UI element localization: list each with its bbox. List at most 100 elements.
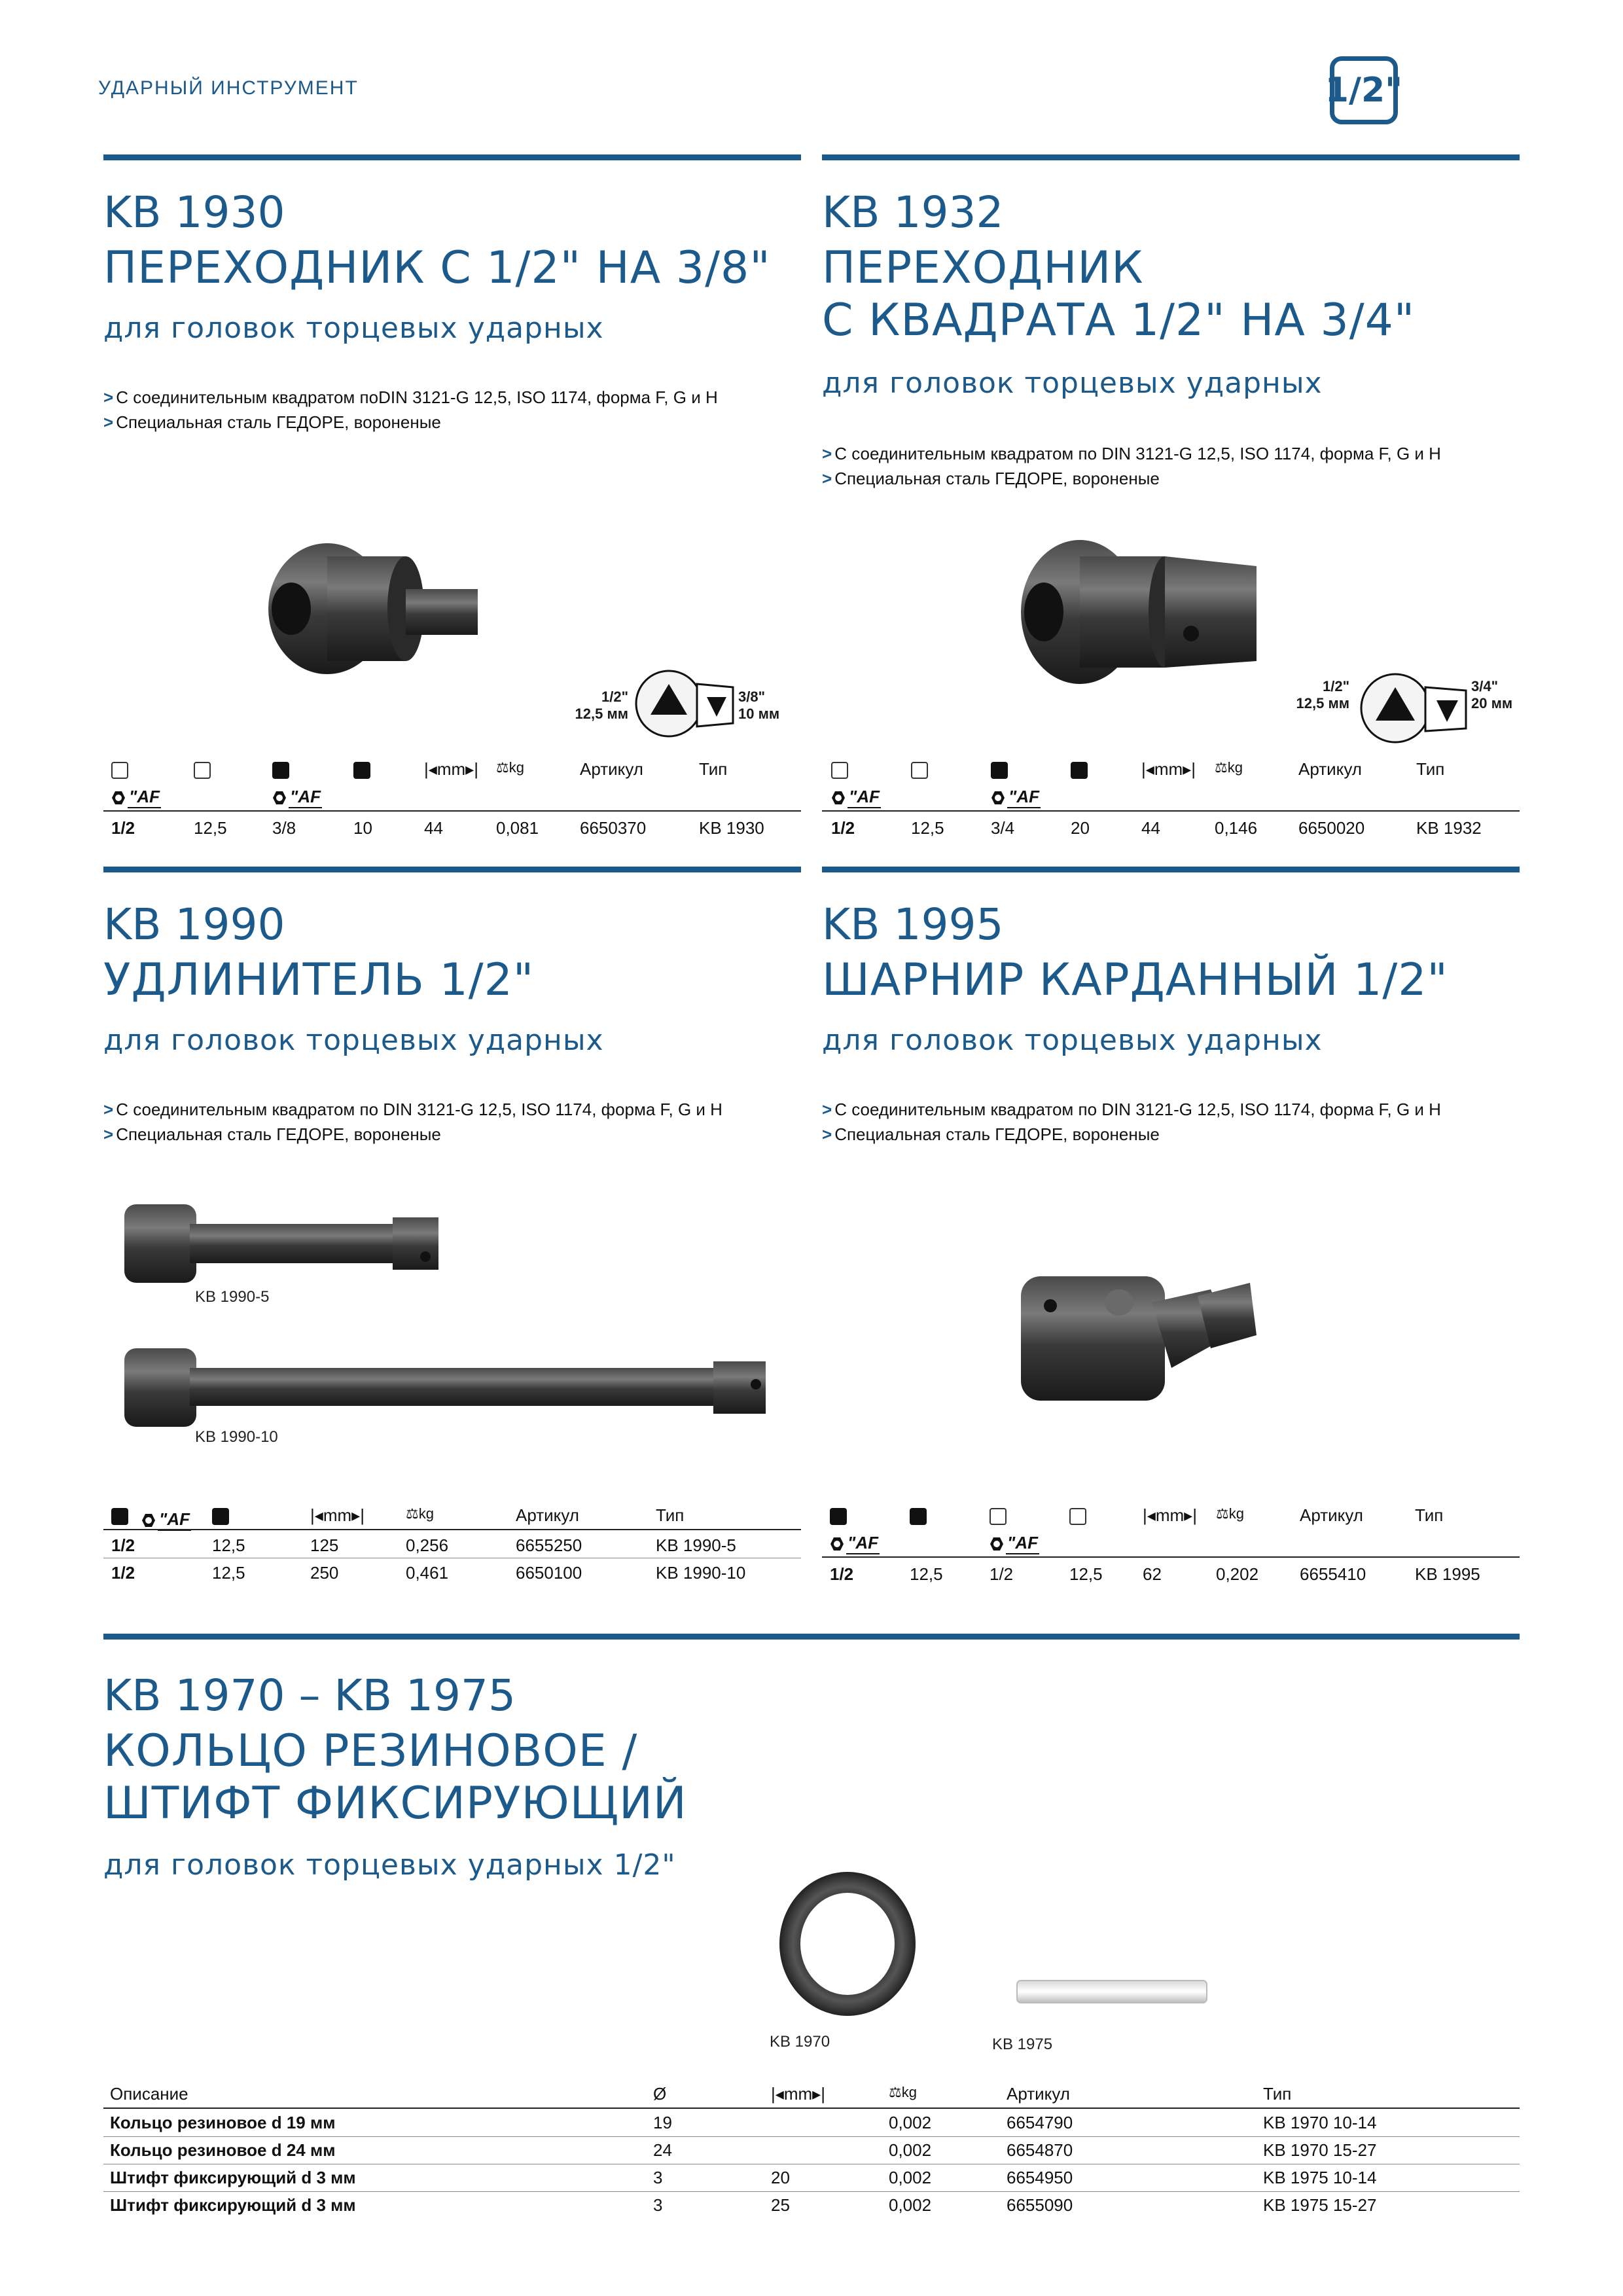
af-icon: "AF (831, 787, 881, 808)
cell-output-mm: 10 (353, 818, 372, 838)
square-filled-icon (991, 762, 1008, 779)
square-filled-icon (111, 1508, 128, 1525)
cell-type: KB 1990-10 (656, 1563, 746, 1583)
product-title: ПЕРЕХОДНИК С 1/2" НА 3/8" (103, 242, 771, 294)
cell-drive: 1/2 (830, 1564, 854, 1584)
chevron-right-icon: > (103, 1124, 114, 1144)
image-caption: KB 1990-10 (195, 1428, 278, 1446)
length-icon: |◂mm▸| (310, 1505, 365, 1525)
col-article: Артикул (1298, 759, 1362, 779)
drive-size-badge: 1/2" (1325, 56, 1402, 124)
square-filled-icon (1071, 762, 1088, 779)
product-title: УДЛИНИТЕЛЬ 1/2" (103, 954, 535, 1006)
cell-article: 6650020 (1298, 818, 1365, 838)
cell-length: 44 (424, 818, 443, 838)
product-subtitle: для головок торцевых ударных (103, 1024, 604, 1057)
cell-diameter: 3 (653, 2168, 663, 2187)
square-filled-icon (830, 1508, 847, 1525)
feature-item: >С соединительным квадратом по DIN 3121-… (822, 1100, 1441, 1119)
cell-type: KB 1975 10-14 (1263, 2168, 1377, 2187)
feature-list: >С соединительным квадратом по DIN 3121-… (103, 1097, 722, 1147)
cell-article: 6650370 (580, 818, 647, 838)
cell-weight: 0,002 (889, 2140, 932, 2160)
col-type: Тип (656, 1505, 685, 1525)
cell-weight: 0,461 (406, 1563, 449, 1583)
output-dimension-label: 3/8" 10 мм (738, 689, 780, 722)
cell-description: Кольцо резиновое d 19 мм (110, 2113, 336, 2132)
cell-output: 3/8 (272, 818, 296, 838)
col-description: Описание (110, 2084, 188, 2104)
length-icon: |◂mm▸| (1143, 1505, 1197, 1525)
spec-table: |◂mm▸| ⚖kg Артикул Тип "AF "AF 1/2 12,5 … (103, 759, 801, 844)
cell-type: KB 1970 15-27 (1263, 2140, 1377, 2160)
feature-item: >С соединительным квадратом по DIN 3121-… (103, 1100, 722, 1119)
weight-scale-icon: ⚖kg (406, 1505, 434, 1522)
product-image-extension-long (124, 1348, 766, 1427)
cell-description: Штифт фиксирующий d 3 мм (110, 2195, 356, 2215)
cell-weight: 0,002 (889, 2168, 932, 2187)
product-subtitle: для головок торцевых ударных 1/2" (103, 1848, 676, 1882)
feature-item: >Специальная сталь ГЕДОРЕ, вороненые (822, 469, 1160, 488)
af-icon: "AF (830, 1533, 880, 1554)
col-article: Артикул (580, 759, 643, 779)
col-article: Артикул (1300, 1505, 1363, 1525)
square-filled-icon (353, 762, 370, 779)
spec-table: Описание Ø |◂mm▸| ⚖kg Артикул Тип Кольцо… (103, 2084, 1520, 2228)
col-article: Артикул (516, 1505, 579, 1525)
weight-scale-icon: ⚖kg (889, 2084, 917, 2100)
cell-output-mm: 20 (1071, 818, 1090, 838)
cell-drive-mm: 12,5 (911, 818, 944, 838)
cell-output-mm: 12,5 (1069, 1564, 1103, 1584)
product-code: KB 1930 (103, 187, 285, 238)
cell-drive: 1/2 (111, 818, 135, 838)
cell-weight: 0,081 (496, 818, 539, 838)
square-open-icon (831, 762, 848, 779)
cell-article: 6655090 (1007, 2195, 1073, 2215)
cell-weight: 0,002 (889, 2195, 932, 2215)
af-icon: "AF (991, 787, 1041, 808)
cell-length: 125 (310, 1535, 339, 1555)
col-type: Тип (699, 759, 728, 779)
square-open-icon (111, 762, 128, 779)
input-dimension-label: 1/2" 12,5 мм (575, 689, 628, 722)
cell-drive: 1/2 (111, 1563, 135, 1583)
section-rule (103, 1634, 1520, 1640)
cell-type: KB 1932 (1416, 818, 1482, 838)
product-image-extension-short (124, 1204, 438, 1283)
cell-drive: 1/2 (831, 818, 855, 838)
cell-drive-mm: 12,5 (194, 818, 227, 838)
col-diameter: Ø (653, 2084, 667, 2104)
dimension-diagram (1360, 673, 1467, 744)
cell-article: 6650100 (516, 1563, 582, 1583)
square-open-icon (911, 762, 928, 779)
product-code: KB 1932 (822, 187, 1004, 238)
cell-type: KB 1970 10-14 (1263, 2113, 1377, 2132)
feature-item: >Специальная сталь ГЕДОРЕ, вороненые (103, 412, 441, 432)
square-open-icon (990, 1508, 1007, 1525)
col-article: Артикул (1007, 2084, 1070, 2104)
dimension-diagram (635, 670, 734, 738)
feature-item: >С соединительным квадратом по DIN 3121-… (822, 444, 1441, 463)
product-code: KB 1970 – KB 1975 (103, 1670, 516, 1721)
cell-type: KB 1930 (699, 818, 764, 838)
square-open-icon (194, 762, 211, 779)
cell-type: KB 1990-5 (656, 1535, 736, 1555)
af-icon: "AF (272, 787, 322, 808)
product-image-locking-pin (1016, 1980, 1207, 2003)
chevron-right-icon: > (822, 1100, 832, 1119)
af-icon: "AF (141, 1509, 191, 1531)
cell-output: 3/4 (991, 818, 1015, 838)
input-dimension-label: 1/2" 12,5 мм (1296, 678, 1349, 711)
cell-weight: 0,202 (1216, 1564, 1259, 1584)
section-rule (822, 154, 1520, 160)
product-title: ШАРНИР КАРДАННЫЙ 1/2" (822, 954, 1448, 1006)
product-title-line2: ШТИФТ ФИКСИРУЮЩИЙ (103, 1778, 687, 1829)
chevron-right-icon: > (103, 1100, 114, 1119)
cell-drive-mm: 12,5 (212, 1535, 245, 1555)
weight-scale-icon: ⚖kg (1215, 759, 1243, 776)
cell-weight: 0,002 (889, 2113, 932, 2132)
output-dimension-label: 3/4" 20 мм (1471, 678, 1513, 711)
spec-table: |◂mm▸| ⚖kg Артикул Тип "AF "AF 1/2 12,5 … (822, 759, 1520, 844)
cell-article: 6654790 (1007, 2113, 1073, 2132)
product-code: KB 1990 (103, 899, 285, 950)
